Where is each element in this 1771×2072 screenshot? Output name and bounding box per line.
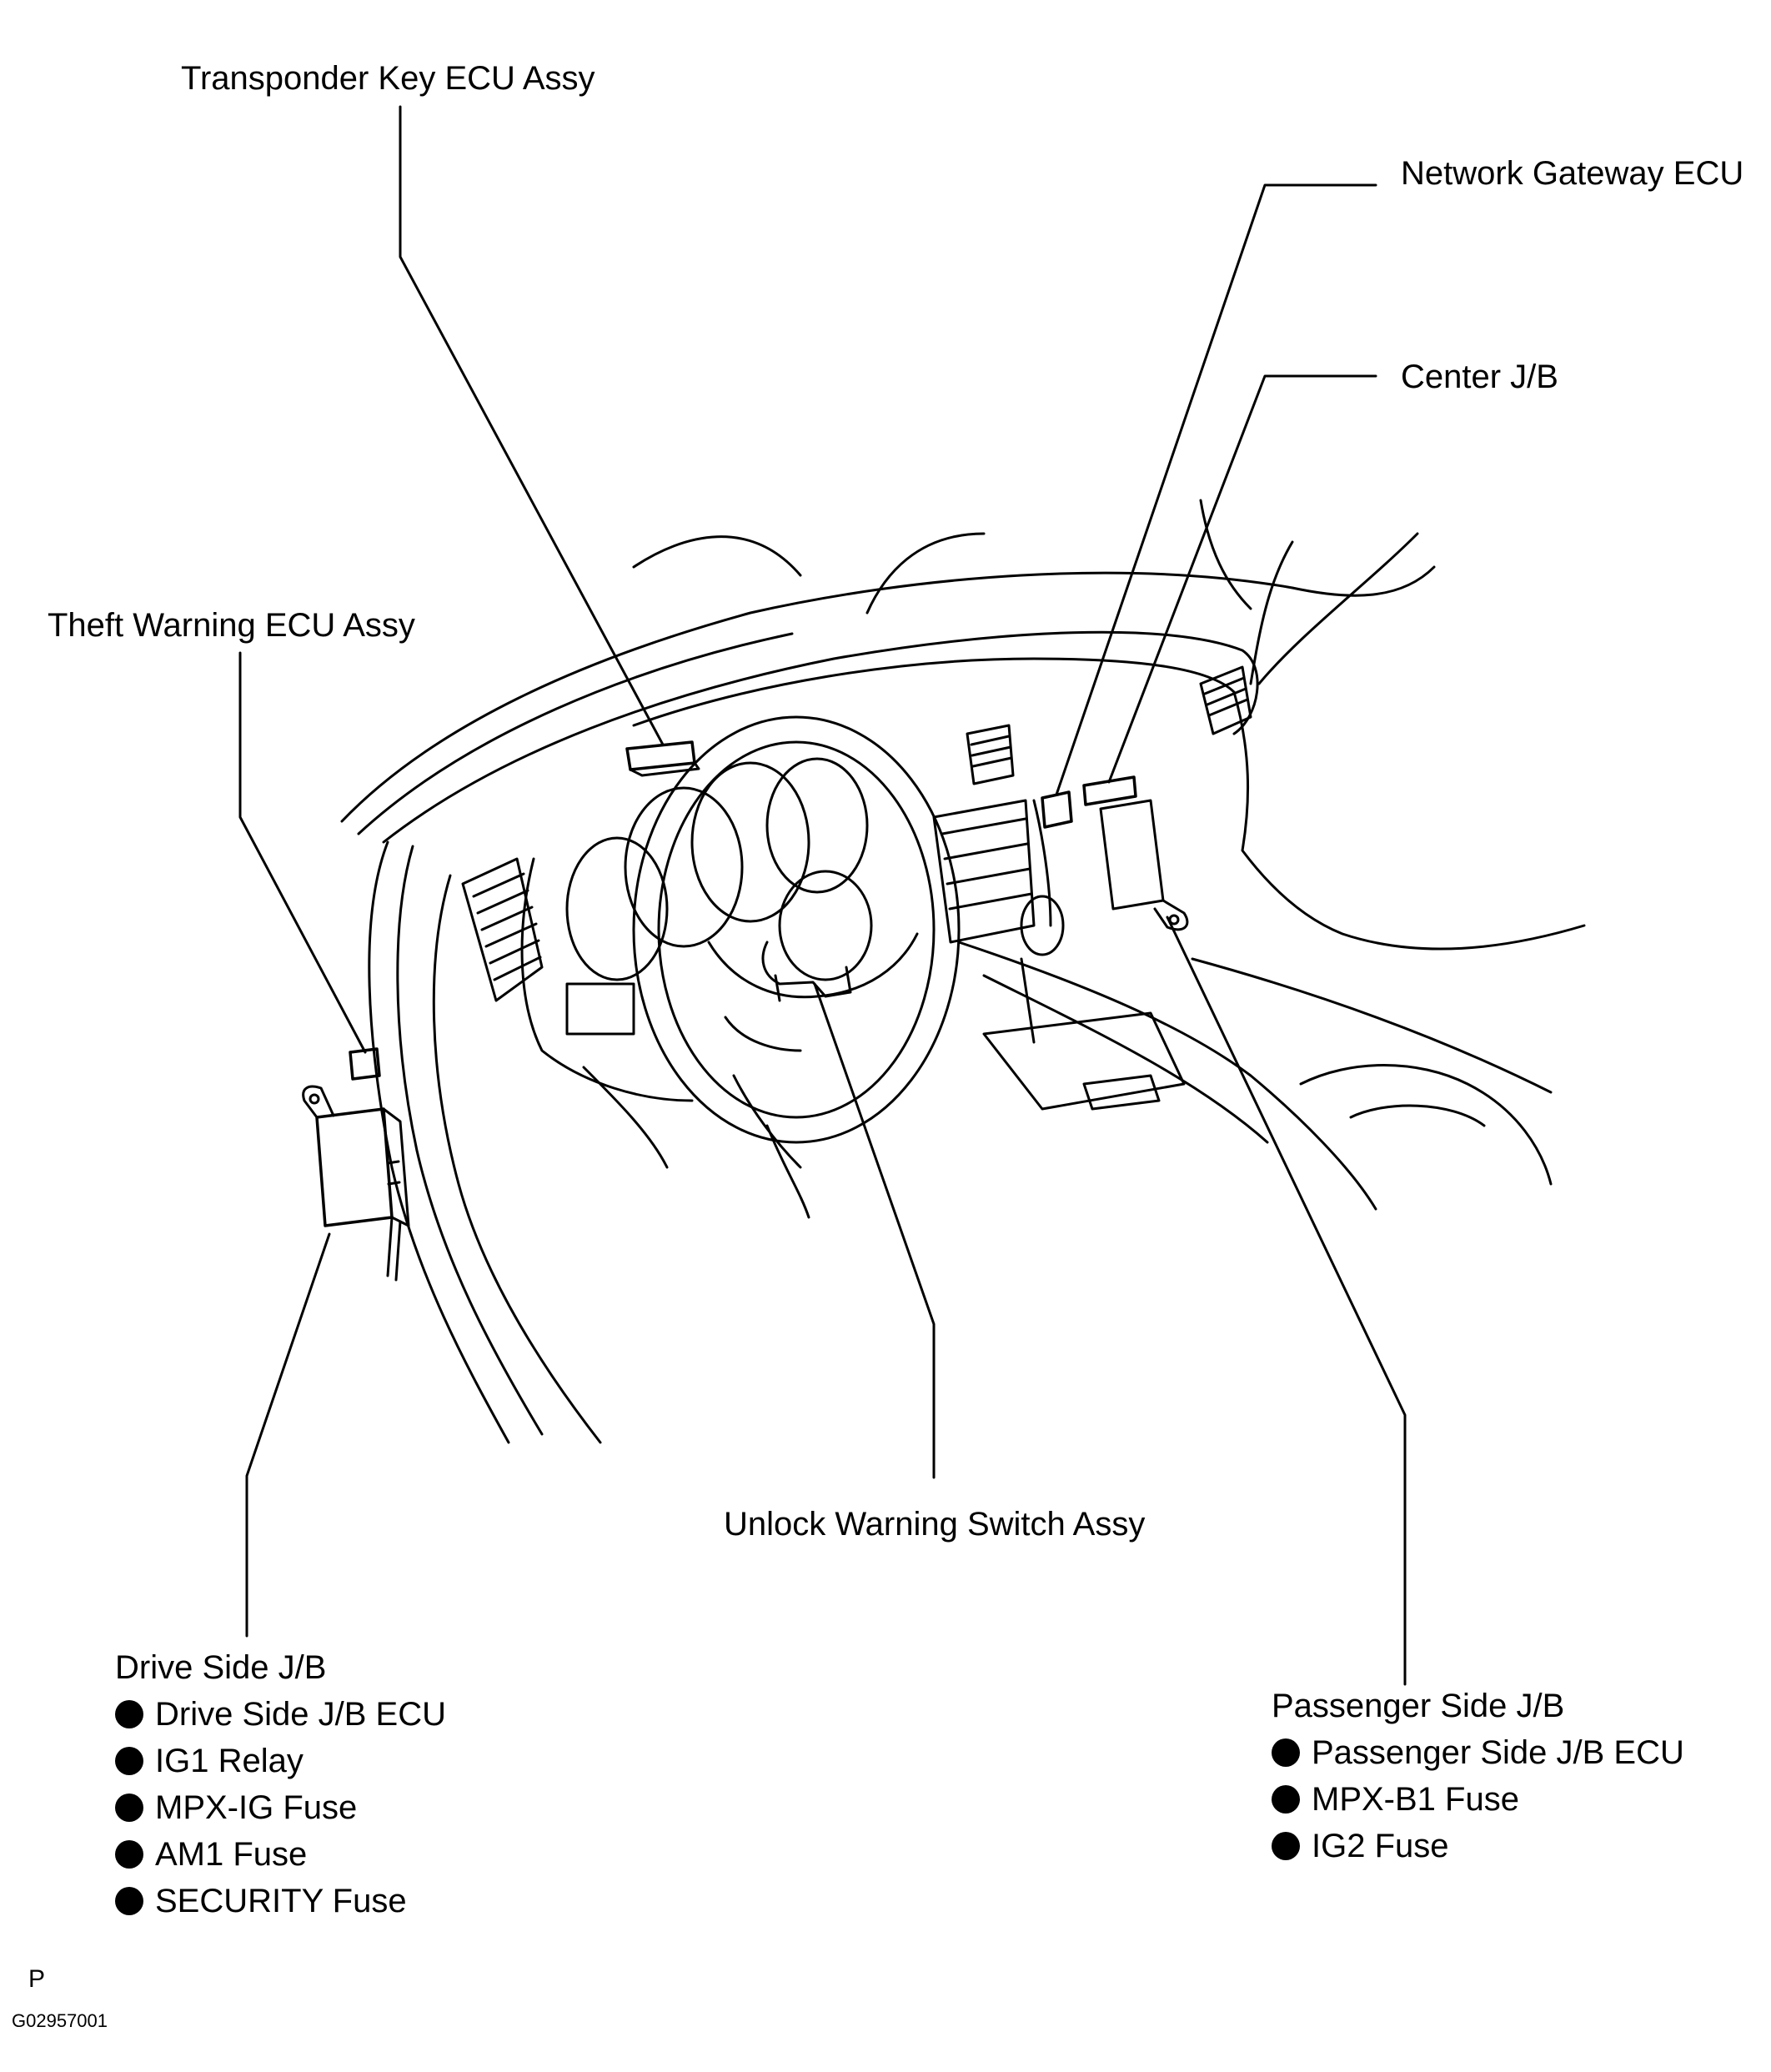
bullet-dot-icon <box>115 1700 143 1728</box>
center-jb-label: Center J/B <box>1401 359 1558 395</box>
theft-warning-ecu-label: Theft Warning ECU Assy <box>48 607 415 644</box>
bullet-dot-icon <box>1272 1785 1300 1814</box>
list-item: IG2 Fuse <box>1272 1823 1684 1869</box>
bullet-dot-icon <box>1272 1832 1300 1860</box>
list-item: MPX-B1 Fuse <box>1272 1776 1684 1823</box>
left-air-vent <box>461 857 544 1002</box>
theft-warning-ecu-box <box>349 1047 381 1081</box>
center-air-vent <box>966 724 1015 785</box>
list-item: IG1 Relay <box>115 1738 446 1784</box>
right-air-vent <box>1199 665 1252 735</box>
drive-side-jb-box <box>302 1085 410 1282</box>
list-item: MPX-IG Fuse <box>115 1784 446 1831</box>
passenger-side-jb-title: Passenger Side J/B <box>1272 1688 1565 1724</box>
network-gateway-ecu-label: Network Gateway ECU <box>1401 155 1744 192</box>
bullet-dot-icon <box>1272 1738 1300 1767</box>
bullet-dot-icon <box>115 1794 143 1822</box>
windshield-pillar <box>340 499 1436 1444</box>
transponder-key-ecu-box <box>625 740 700 777</box>
list-item: Passenger Side J/B ECU <box>1272 1729 1684 1776</box>
dashboard-body <box>382 630 1586 1211</box>
instrument-cluster <box>565 757 869 1036</box>
bullet-dot-icon <box>115 1747 143 1775</box>
list-item: SECURITY Fuse <box>115 1878 446 1924</box>
steering-wheel <box>632 715 961 1219</box>
passenger-side-jb-list: Passenger Side J/B Passenger Side J/B EC… <box>1272 1683 1684 1869</box>
figure-code: G02957001 <box>12 2010 108 2031</box>
drive-side-jb-title: Drive Side J/B <box>115 1649 327 1686</box>
bullet-dot-icon <box>115 1840 143 1869</box>
unlock-warning-switch-label: Unlock Warning Switch Assy <box>724 1506 1146 1543</box>
center-console <box>932 799 1186 1111</box>
page-letter: P <box>28 1965 46 1993</box>
bullet-dot-icon <box>115 1887 143 1915</box>
list-item: AM1 Fuse <box>115 1831 446 1878</box>
leader-lines <box>238 105 1407 1686</box>
list-item: Drive Side J/B ECU <box>115 1691 446 1738</box>
transponder-key-ecu-label: Transponder Key ECU Assy <box>181 60 595 97</box>
unlock-warning-switch <box>761 941 852 1002</box>
network-gateway-ecu-box <box>1041 790 1073 829</box>
drive-side-jb-list: Drive Side J/B Drive Side J/B ECU IG1 Re… <box>115 1644 446 1924</box>
center-jb-box <box>1082 775 1189 931</box>
